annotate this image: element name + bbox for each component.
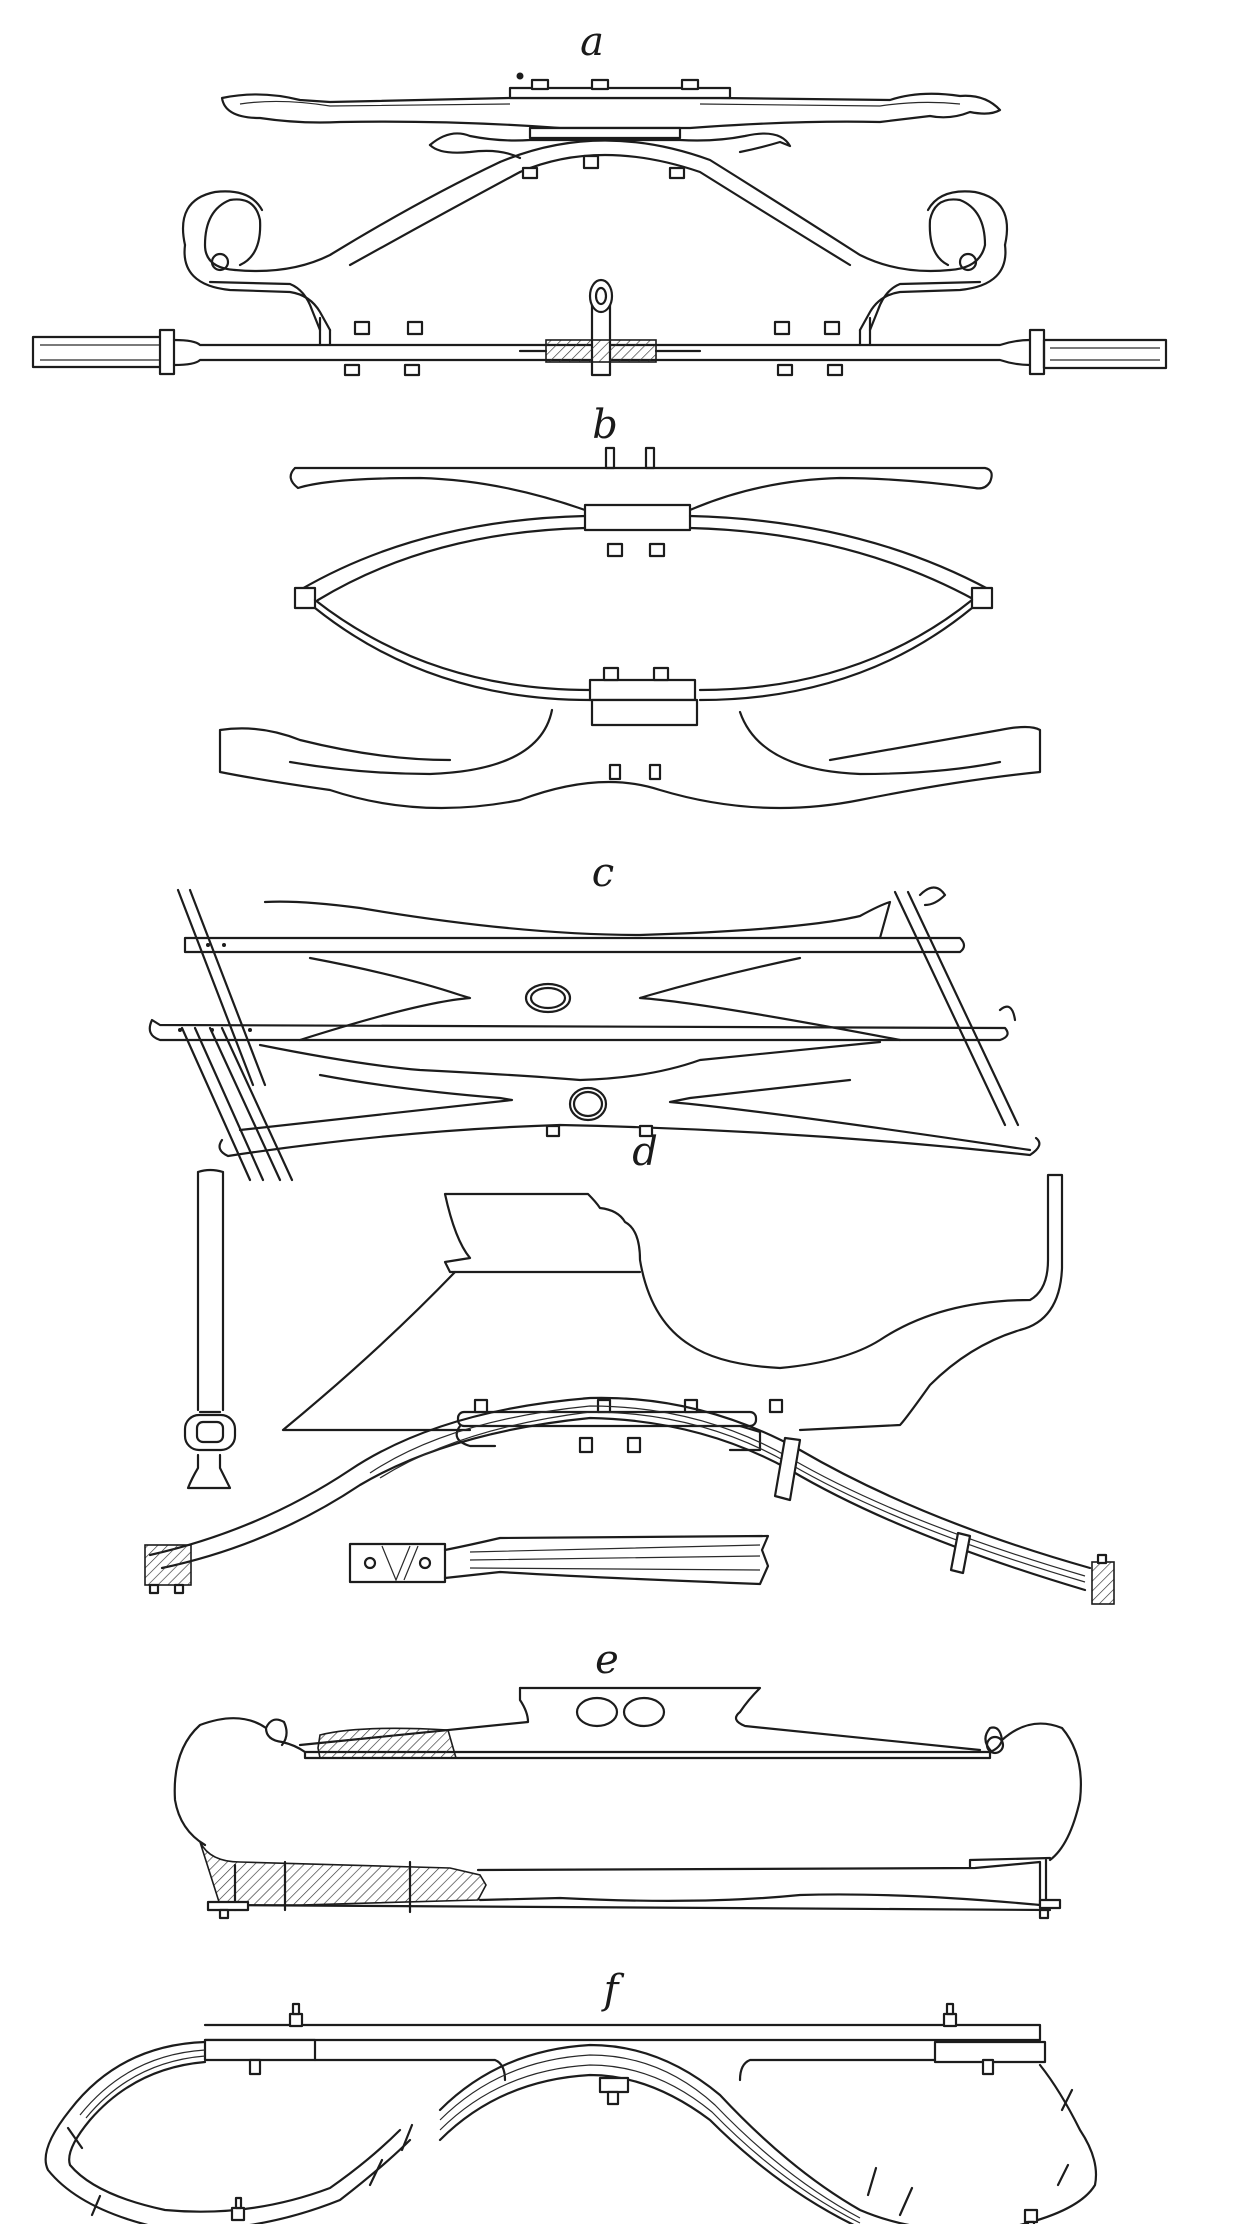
arch-bed <box>233 132 952 273</box>
leaf-end-piece <box>348 1534 770 1586</box>
figure-label-e: e <box>595 1637 619 1683</box>
strap-loop <box>183 1168 237 1490</box>
figure-f-drawing <box>44 2002 1098 2224</box>
top-bar <box>220 72 1002 140</box>
figure-label-a: a <box>580 19 604 65</box>
figure-label-d: d <box>632 1129 658 1175</box>
figure-e-drawing <box>173 1686 1082 1920</box>
right-scroll <box>858 190 1009 332</box>
semi-elliptic-spring <box>144 1396 1115 1605</box>
body-side <box>281 1173 1064 1432</box>
figure-d-drawing <box>144 1168 1115 1605</box>
figure-label-b: b <box>592 402 618 448</box>
figure-b-drawing <box>218 446 1042 810</box>
figure-label-c: c <box>591 850 615 896</box>
left-scroll <box>181 190 332 332</box>
figure-a-drawing <box>31 72 1168 377</box>
axle <box>31 278 1168 377</box>
figure-label-f: f <box>603 1967 619 2013</box>
figure-c-drawing <box>148 886 1041 1182</box>
